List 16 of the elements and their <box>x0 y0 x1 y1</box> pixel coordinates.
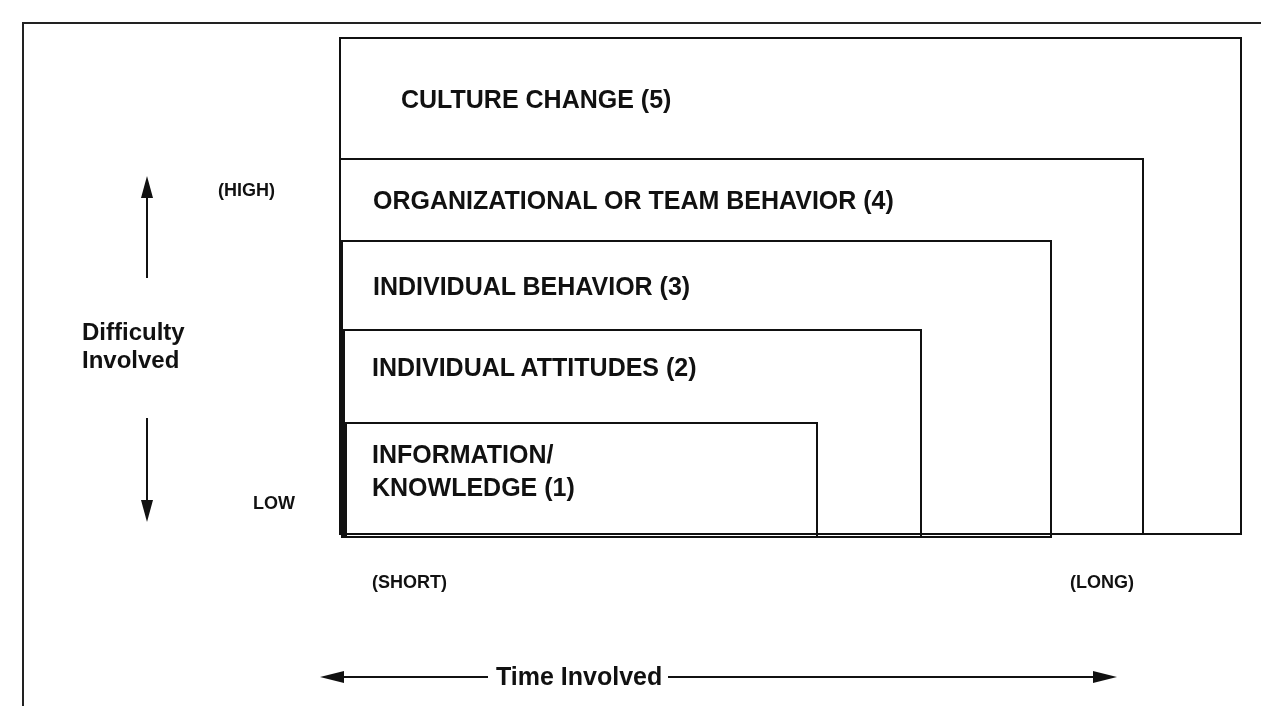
nested-box <box>345 422 818 538</box>
axis-label: (SHORT) <box>372 572 447 593</box>
nested-box <box>339 37 1242 535</box>
axis-label: (HIGH) <box>218 180 275 201</box>
axis-label: LOW <box>253 493 295 514</box>
nested-box <box>341 240 1052 538</box>
nested-box <box>339 158 1144 535</box>
axis-label: (LONG) <box>1070 572 1134 593</box>
level-title: CULTURE CHANGE (5) <box>401 84 673 115</box>
nested-box <box>343 329 922 538</box>
level-title: INFORMATION/ KNOWLEDGE (1) <box>372 439 576 503</box>
level-title: INDIVIDUAL ATTITUDES (2) <box>372 352 698 383</box>
level-title: INDIVIDUAL BEHAVIOR (3) <box>373 271 692 302</box>
level-title: ORGANIZATIONAL OR TEAM BEHAVIOR (4) <box>373 185 895 216</box>
axis-label: Difficulty Involved <box>82 318 186 374</box>
axis-label: Time Involved <box>496 662 663 691</box>
